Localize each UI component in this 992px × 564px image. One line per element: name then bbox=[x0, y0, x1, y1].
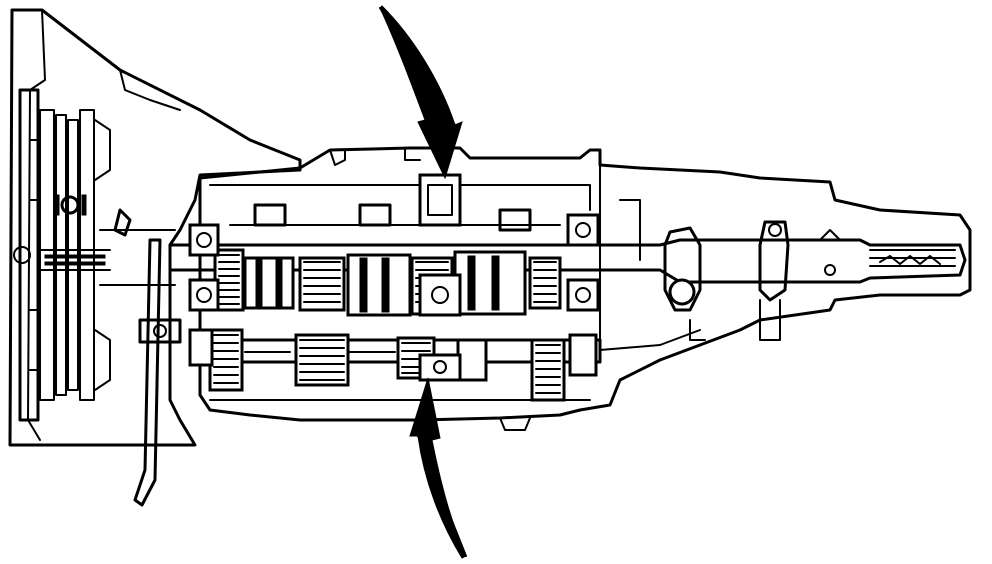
countershaft-gears bbox=[208, 328, 566, 402]
extension-housing bbox=[663, 220, 841, 341]
top-arrow bbox=[379, 5, 463, 180]
bottom-arrow bbox=[409, 377, 467, 559]
shift-forks bbox=[229, 173, 561, 382]
clutch-assembly bbox=[13, 88, 111, 422]
mainshaft-gears bbox=[213, 248, 562, 317]
release-lever bbox=[99, 208, 182, 507]
bearings bbox=[188, 213, 600, 377]
main-case bbox=[198, 146, 972, 431]
mainshaft bbox=[168, 238, 967, 284]
